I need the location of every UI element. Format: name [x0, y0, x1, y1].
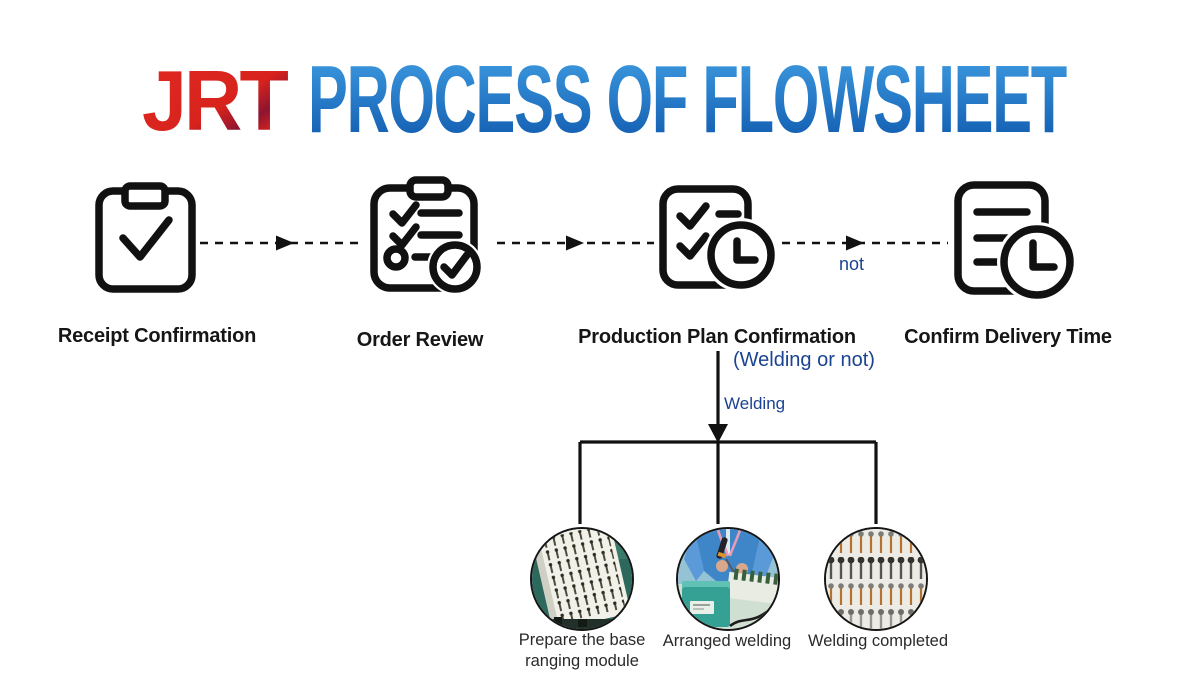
branch-label-welding-completed: Welding completed [807, 632, 949, 650]
clipboard-checklist-icon [370, 176, 483, 295]
document-clock-icon [954, 181, 1076, 302]
branch-bracket [578, 440, 878, 524]
branch-label-arranged-welding: Arranged welding [662, 632, 792, 650]
logo-text: JRT [142, 54, 289, 147]
step-label-receipt-confirmation: Receipt Confirmation [57, 325, 257, 347]
base-ranging-module-photo [530, 527, 634, 631]
plan-clock-icon [659, 185, 778, 292]
arrowhead-1 [276, 235, 294, 251]
arrowhead-welding-down [708, 424, 728, 443]
clipboard-check-icon [95, 182, 196, 293]
step-label-order-review: Order Review [356, 329, 484, 351]
page-title-text: PROCESS OF FLOWSHEET [308, 46, 1067, 151]
company-logo: JRT [142, 54, 292, 147]
arranged-welding-image [678, 529, 778, 629]
welding-completed-image [826, 529, 926, 629]
welding-completed-photo [824, 527, 928, 631]
step-label-production-plan-confirmation: Production Plan Confirmation [578, 326, 856, 348]
arrowhead-3 [846, 235, 864, 251]
welding-branch-label: Welding [724, 394, 786, 413]
page-title: PROCESS OF FLOWSHEET [308, 46, 1069, 151]
arranged-welding-photo [676, 527, 780, 631]
welding-or-not-label: (Welding or not) [733, 349, 875, 371]
base-ranging-module-image [532, 529, 632, 629]
step-label-confirm-delivery-time: Confirm Delivery Time [904, 326, 1112, 348]
arrowhead-2 [566, 235, 584, 251]
branch-label-prepare-base: Prepare the base ranging module [518, 631, 646, 671]
not-branch-label: not [839, 254, 865, 274]
